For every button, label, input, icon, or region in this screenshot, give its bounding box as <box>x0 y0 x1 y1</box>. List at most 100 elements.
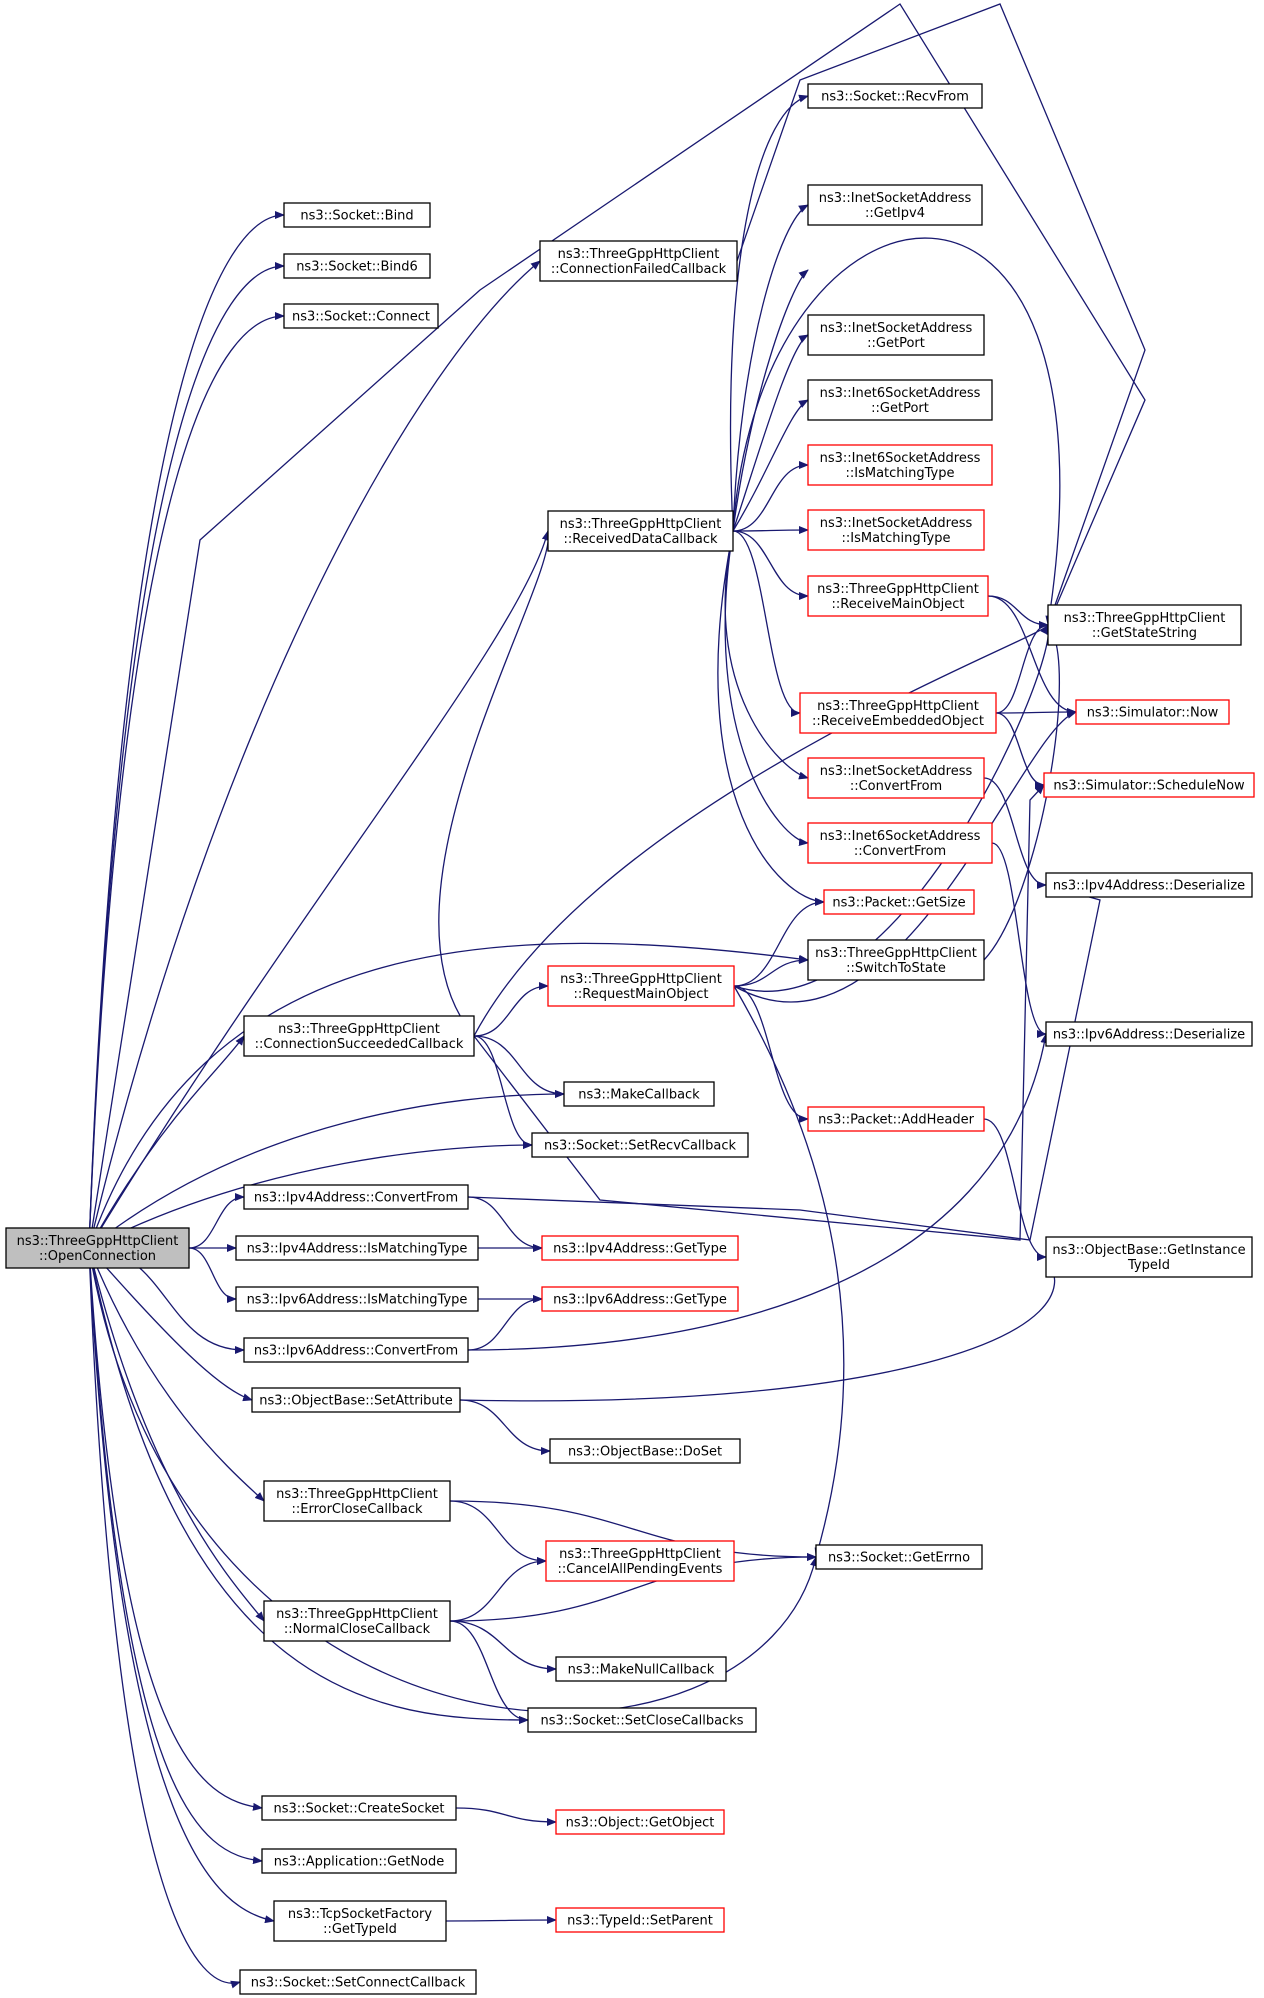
node-label: ns3::ThreeGppHttpClient <box>17 1234 179 1249</box>
edge-cscb-to-makecb <box>473 1035 565 1098</box>
node-label: ::GetPort <box>867 336 925 351</box>
edge-root-to-bind <box>88 211 285 1249</box>
edge-nccb-to-capev <box>449 1557 547 1622</box>
node-inet6_getport[interactable]: ns3::Inet6SocketAddress::GetPort <box>807 379 993 421</box>
node-box <box>549 1438 741 1464</box>
node-ipv6gettype[interactable]: ns3::Ipv6Address::GetType <box>541 1286 739 1312</box>
node-ipv4gettype[interactable]: ns3::Ipv4Address::GetType <box>541 1235 739 1261</box>
node-box <box>283 202 431 228</box>
edge-root-to-setconncb <box>88 1247 241 1989</box>
node-getobject[interactable]: ns3::Object::GetObject <box>555 1809 725 1835</box>
node-box <box>243 1015 475 1057</box>
node-label: ::ConnectionFailedCallback <box>551 262 727 277</box>
node-label: ns3::Inet6SocketAddress <box>820 829 981 844</box>
edge-rdcb-to-inet_getport <box>732 334 809 532</box>
edge-root-to-ipv6ismatch <box>188 1247 237 1303</box>
node-label: ns3::Socket::SetRecvCallback <box>544 1139 737 1154</box>
edge-rdcb-to-inet_cf <box>724 530 809 780</box>
edge-ipv4cf-to-ipv4gettype <box>467 1196 543 1252</box>
node-reo[interactable]: ns3::ThreeGppHttpClient::ReceiveEmbedded… <box>799 692 997 734</box>
edge-root-to-makecb <box>88 1090 565 1249</box>
node-label: ns3::InetSocketAddress <box>819 191 972 206</box>
node-gss[interactable]: ns3::ThreeGppHttpClient::GetStateString <box>1047 604 1242 646</box>
node-ipv6ismatch[interactable]: ns3::Ipv6Address::IsMatchingType <box>235 1286 479 1312</box>
edge-rqmo-to-sts <box>733 956 809 987</box>
node-bind6[interactable]: ns3::Socket::Bind6 <box>283 253 431 279</box>
edge-cscb-to-rdcb <box>438 530 554 1037</box>
node-label: ns3::ThreeGppHttpClient <box>276 1487 438 1502</box>
node-makecb[interactable]: ns3::MakeCallback <box>563 1081 715 1107</box>
node-inet_cf[interactable]: ns3::InetSocketAddress::ConvertFrom <box>807 757 985 799</box>
node-setparent[interactable]: ns3::TypeId::SetParent <box>555 1907 725 1933</box>
node-label: ::GetIpv4 <box>865 206 925 221</box>
node-box <box>1045 1021 1253 1047</box>
node-ipv4ismatch[interactable]: ns3::Ipv4Address::IsMatchingType <box>235 1235 479 1261</box>
node-nccb[interactable]: ns3::ThreeGppHttpClient::NormalCloseCall… <box>263 1600 451 1642</box>
node-simsched[interactable]: ns3::Simulator::ScheduleNow <box>1043 772 1255 798</box>
node-setrecvcb[interactable]: ns3::Socket::SetRecvCallback <box>531 1132 749 1158</box>
node-doset[interactable]: ns3::ObjectBase::DoSet <box>549 1438 741 1464</box>
node-box <box>545 1540 735 1582</box>
node-setconncb[interactable]: ns3::Socket::SetConnectCallback <box>239 1969 477 1995</box>
edge-inet_cf-to-ipv4deser <box>983 777 1047 889</box>
node-label: ns3::MakeCallback <box>578 1088 700 1103</box>
node-inet6_cf[interactable]: ns3::Inet6SocketAddress::ConvertFrom <box>807 822 993 864</box>
node-eccb[interactable]: ns3::ThreeGppHttpClient::ErrorCloseCallb… <box>263 1480 451 1522</box>
node-label: ns3::ThreeGppHttpClient <box>817 582 979 597</box>
node-tcpgettid[interactable]: ns3::TcpSocketFactory::GetTypeId <box>273 1900 447 1942</box>
node-makenullcb[interactable]: ns3::MakeNullCallback <box>555 1656 727 1682</box>
edge-rdcb-to-inet_getipv4 <box>732 204 809 532</box>
node-ipv4deser[interactable]: ns3::Ipv4Address::Deserialize <box>1045 872 1253 898</box>
node-label: ns3::Socket::Bind6 <box>296 260 418 275</box>
node-box <box>1075 699 1230 725</box>
node-appgetnode[interactable]: ns3::Application::GetNode <box>261 1848 457 1874</box>
node-label: ns3::ThreeGppHttpClient <box>560 517 722 532</box>
node-label: ::ConnectionSucceededCallback <box>255 1037 464 1052</box>
node-cfcb[interactable]: ns3::ThreeGppHttpClient::ConnectionFaile… <box>539 240 738 282</box>
node-box <box>283 253 431 279</box>
node-root[interactable]: ns3::ThreeGppHttpClient::OpenConnection <box>5 1227 190 1269</box>
node-ipv4cf[interactable]: ns3::Ipv4Address::ConvertFrom <box>243 1184 469 1210</box>
node-box <box>555 1907 725 1933</box>
node-simnow[interactable]: ns3::Simulator::Now <box>1075 699 1230 725</box>
node-addheader[interactable]: ns3::Packet::AddHeader <box>807 1106 985 1132</box>
node-label: ns3::ObjectBase::GetInstance <box>1052 1243 1245 1258</box>
node-cscb[interactable]: ns3::ThreeGppHttpClient::ConnectionSucce… <box>243 1015 475 1057</box>
node-capev[interactable]: ns3::ThreeGppHttpClient::CancelAllPendin… <box>545 1540 735 1582</box>
node-sts[interactable]: ns3::ThreeGppHttpClient::SwitchToState <box>807 939 985 981</box>
node-label: ns3::Socket::RecvFrom <box>821 90 969 105</box>
node-box <box>531 1132 749 1158</box>
node-label: ns3::ThreeGppHttpClient <box>276 1607 438 1622</box>
node-rdcb[interactable]: ns3::ThreeGppHttpClient::ReceivedDataCal… <box>547 510 734 552</box>
node-label: ns3::InetSocketAddress <box>820 321 973 336</box>
node-box <box>823 889 975 915</box>
node-geterrno[interactable]: ns3::Socket::GetErrno <box>815 1544 983 1570</box>
edge-root-to-sts <box>88 942 809 1249</box>
node-recvfrom[interactable]: ns3::Socket::RecvFrom <box>807 83 983 109</box>
edge-rdcb-to-reo <box>732 530 801 717</box>
node-inet_getport[interactable]: ns3::InetSocketAddress::GetPort <box>807 314 985 356</box>
node-inet6_ismatch[interactable]: ns3::Inet6SocketAddress::IsMatchingType <box>807 444 993 486</box>
node-ipv6deser[interactable]: ns3::Ipv6Address::Deserialize <box>1045 1021 1253 1047</box>
node-createsock[interactable]: ns3::Socket::CreateSocket <box>261 1795 457 1821</box>
node-pktgetsize[interactable]: ns3::Packet::GetSize <box>823 889 975 915</box>
edge-eccb-to-geterrno <box>449 1500 817 1561</box>
node-label: ns3::TypeId::SetParent <box>567 1914 713 1929</box>
edge-cfcb-to-gss <box>736 3 1146 626</box>
node-ipv6cf[interactable]: ns3::Ipv6Address::ConvertFrom <box>243 1337 469 1363</box>
node-rqmo[interactable]: ns3::ThreeGppHttpClient::RequestMainObje… <box>547 965 735 1007</box>
edge-eccb-to-capev <box>449 1500 547 1565</box>
node-bind[interactable]: ns3::Socket::Bind <box>283 202 431 228</box>
node-inet_getipv4[interactable]: ns3::InetSocketAddress::GetIpv4 <box>807 184 983 226</box>
node-rmo[interactable]: ns3::ThreeGppHttpClient::ReceiveMainObje… <box>807 575 989 617</box>
edge-root-to-appgetnode <box>88 1247 263 1865</box>
node-setclosecb[interactable]: ns3::Socket::SetCloseCallbacks <box>527 1707 757 1733</box>
node-setattr[interactable]: ns3::ObjectBase::SetAttribute <box>251 1387 461 1413</box>
node-inet_ismatch[interactable]: ns3::InetSocketAddress::IsMatchingType <box>807 509 985 551</box>
node-label: ns3::ThreeGppHttpClient <box>1064 611 1226 626</box>
node-box <box>283 303 439 329</box>
node-connect[interactable]: ns3::Socket::Connect <box>283 303 439 329</box>
node-label: ns3::Ipv6Address::GetType <box>553 1293 727 1308</box>
